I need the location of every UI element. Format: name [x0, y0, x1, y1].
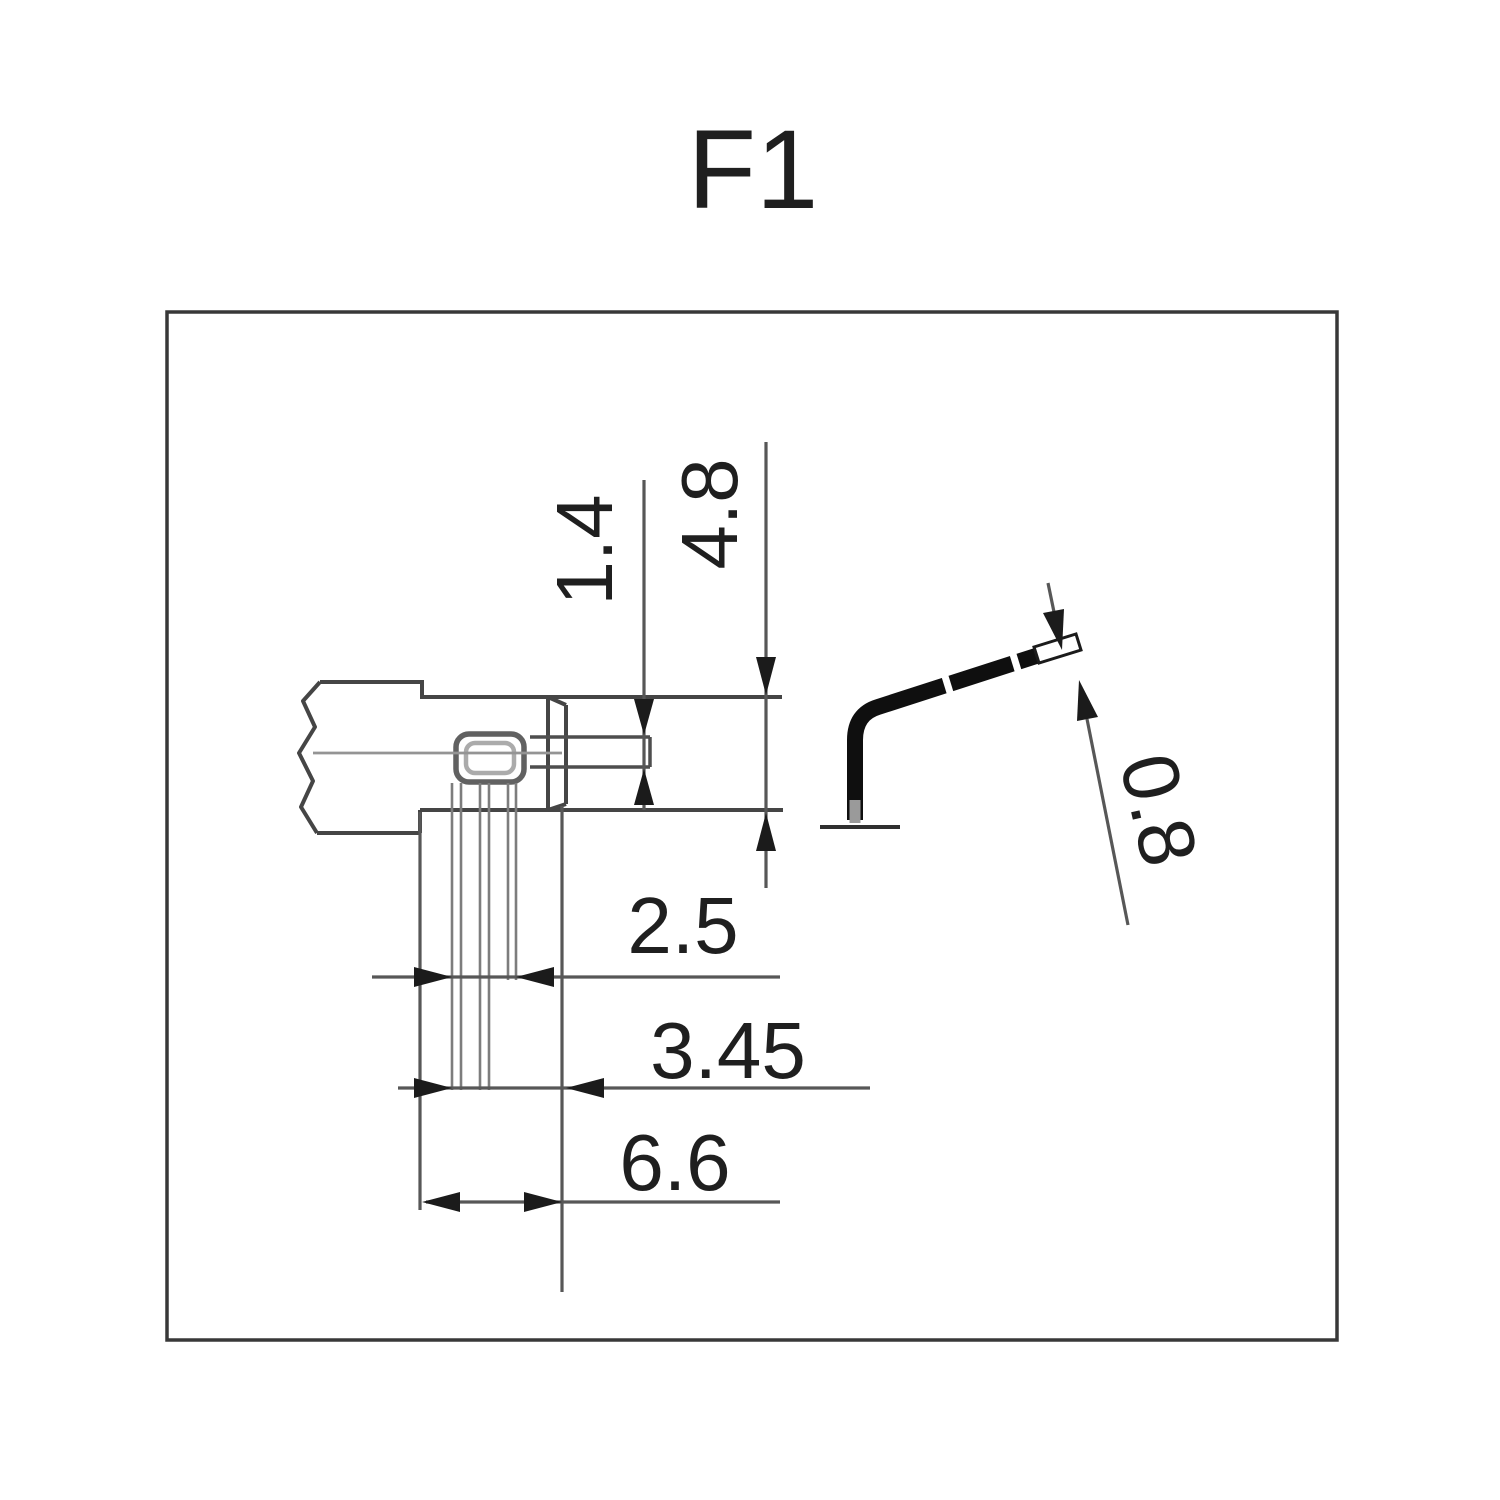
pin-highlight-slash — [1008, 649, 1024, 679]
arrowhead-down-icon — [1043, 609, 1064, 650]
dimension-body-height: 4.8 — [665, 442, 776, 888]
arrowhead-up-icon — [634, 769, 654, 805]
solder-pin-symbol — [820, 632, 1083, 829]
arrowhead-up-icon — [756, 813, 776, 851]
arrowhead-right-icon — [414, 967, 452, 987]
arrowhead-down-icon — [756, 657, 776, 695]
part-outline-top — [320, 680, 782, 699]
arrowhead-up-icon — [1077, 680, 1098, 721]
dimension-leader-upper — [1046, 582, 1056, 613]
dimension-label-body-height: 4.8 — [665, 458, 754, 569]
arrowhead-left-icon — [516, 967, 554, 987]
dimension-pin-offset-width: 3.45 — [398, 1006, 870, 1098]
arrowhead-right-icon — [524, 1192, 562, 1212]
contact-slot-inner — [463, 740, 517, 776]
dimension-pin-group-width: 2.5 — [372, 806, 780, 1292]
dimension-overall-width: 6.6 — [422, 1118, 780, 1212]
pin-lines — [450, 783, 518, 1090]
arrowhead-left-icon — [422, 1192, 460, 1212]
arrowhead-left-icon — [566, 1078, 604, 1098]
dimension-slot-height: 1.4 — [540, 480, 654, 810]
dimension-label-overall-width: 6.6 — [619, 1118, 730, 1207]
figure-title: F1 — [688, 107, 819, 232]
drawing-border — [165, 310, 1339, 1342]
dimension-label-pin-offset-width: 3.45 — [650, 1006, 806, 1095]
break-line — [297, 680, 322, 835]
contact-slot-outer — [453, 731, 527, 785]
arrowhead-right-icon — [414, 1078, 452, 1098]
arrowhead-down-icon — [634, 699, 654, 735]
part-side-view — [297, 680, 783, 1090]
dimension-label-pin-group-width: 2.5 — [627, 881, 738, 970]
pin-highlight-slash — [940, 671, 956, 701]
dimension-label-slot-height: 1.4 — [540, 494, 629, 605]
dimension-leader-lower — [1085, 718, 1130, 926]
slot-contact-lines — [530, 735, 652, 769]
pin-bent-profile — [847, 648, 1039, 820]
